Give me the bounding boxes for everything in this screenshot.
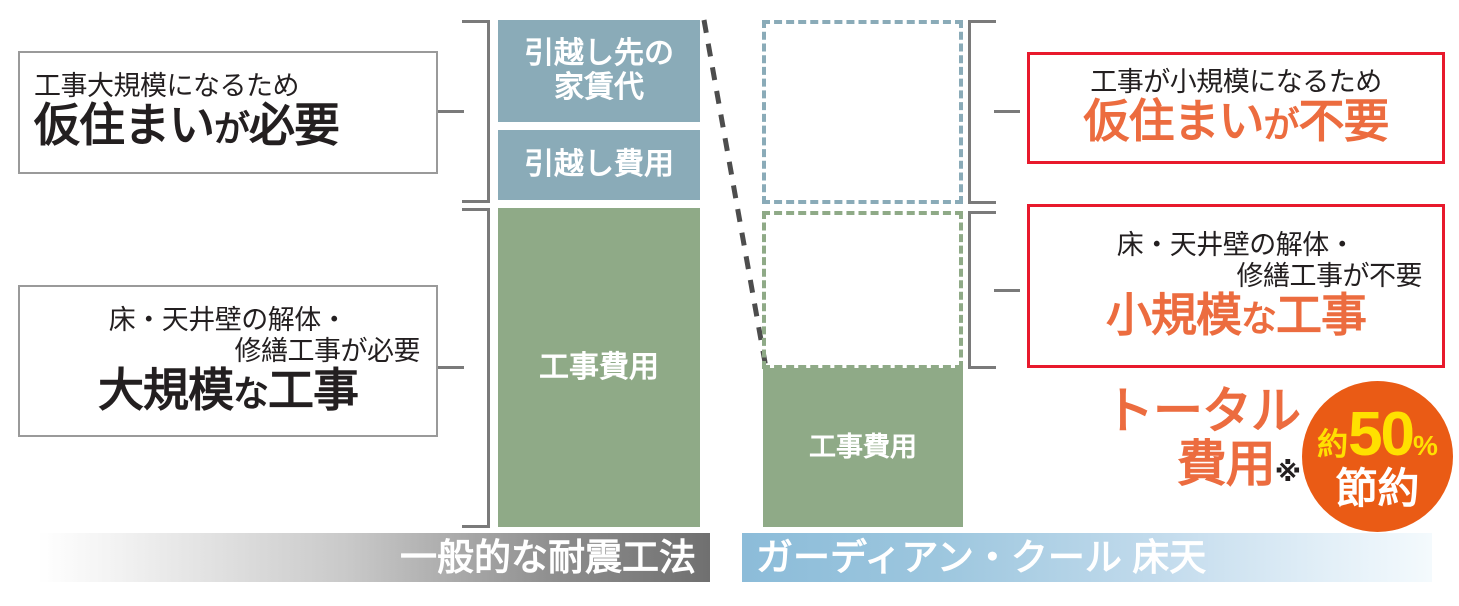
maintext-part-2: が	[1263, 103, 1299, 145]
bar-left-moving-rent: 引越し先の 家賃代	[498, 20, 700, 122]
maintext-part-1: 小規模	[1105, 288, 1242, 341]
callout-subtext-line2: 修繕工事が不要	[1236, 260, 1423, 291]
callout-temporary-housing-not-required: 工事が小規模になるため 仮住まいが不要	[1027, 52, 1445, 164]
callout-subtext: 工事大規模になるため	[34, 71, 300, 101]
savings-connector-line	[701, 19, 769, 369]
maintext-part-2: な	[1240, 297, 1277, 339]
savings-badge-label: 節約	[1335, 464, 1420, 512]
maintext-part-3: 不要	[1298, 94, 1390, 147]
total-cost-line2: 費用	[1176, 435, 1276, 492]
bar-left-moving-cost: 引越し費用	[498, 130, 700, 200]
maintext-part-1: 大規模	[97, 363, 234, 416]
brace-right-top	[968, 20, 996, 204]
footer-label-guardian-cool: ガーディアン・クール 床天	[742, 533, 1432, 582]
callout-subtext-line1: 床・天井壁の解体・	[1116, 230, 1356, 261]
callout-temporary-housing-required: 工事大規模になるため 仮住まいが必要	[18, 51, 438, 174]
footer-label-guardian-cool-text: ガーディアン・クール 床天	[756, 537, 1207, 578]
total-cost-line1: トータル	[1104, 383, 1301, 439]
callout-maintext: 仮住まいが不要	[1042, 94, 1430, 147]
brace-right-bottom	[968, 211, 996, 369]
bar-label-line2: 家賃代	[554, 71, 644, 104]
callout-subtext: 工事が小規模になるため	[1090, 66, 1382, 97]
brace-right-top-stem	[994, 110, 1020, 113]
savings-badge-number: 50	[1348, 399, 1415, 469]
brace-left-top-stem	[438, 110, 464, 113]
brace-left-bottom-stem	[438, 366, 464, 369]
brace-right-bottom-stem	[994, 289, 1020, 292]
bar-label-line1: 工事費用	[809, 432, 917, 463]
callout-large-scale-construction: 床・天井壁の解体・ 修繕工事が必要 大規模な工事	[18, 285, 438, 437]
callout-subtext-line2: 修繕工事が必要	[234, 335, 421, 366]
footer-label-conventional-text: 一般的な耐震工法	[400, 537, 696, 578]
callout-small-scale-construction: 床・天井壁の解体・ 修繕工事が不要 小規模な工事	[1027, 204, 1445, 368]
footer-label-conventional: 一般的な耐震工法	[38, 533, 710, 582]
total-cost-line2-wrap: 費用※	[1060, 435, 1301, 492]
savings-badge-prefix: 約	[1317, 426, 1349, 462]
ghost-box-moving-costs-saved	[762, 20, 963, 204]
total-cost-label: トータル 費用※	[1060, 383, 1301, 492]
callout-maintext: 小規模な工事	[1050, 288, 1422, 341]
brace-left-bottom	[462, 208, 490, 528]
maintext-part-2: が	[214, 108, 250, 150]
bar-label-line1: 引越し先の	[524, 37, 674, 71]
bar-right-construction-cost: 工事費用	[763, 368, 963, 527]
maintext-part-2: な	[232, 372, 269, 414]
maintext-part-1: 仮住まい	[34, 99, 215, 152]
bar-left-construction-cost: 工事費用	[498, 208, 700, 527]
bar-label-line1: 工事費用	[539, 350, 659, 384]
maintext-part-3: 必要	[249, 99, 340, 152]
maintext-part-3: 工事	[1276, 288, 1367, 341]
brace-left-top	[462, 20, 490, 203]
savings-badge-unit: %	[1413, 429, 1438, 461]
footnote-mark: ※	[1274, 456, 1301, 487]
maintext-part-3: 工事	[268, 363, 359, 416]
maintext-part-1: 仮住まい	[1083, 94, 1264, 147]
callout-subtext-line1: 床・天井壁の解体・	[108, 305, 348, 336]
bar-label-line1: 引越し費用	[524, 148, 674, 182]
ghost-box-construction-saved	[762, 211, 963, 369]
callout-maintext: 大規模な工事	[36, 363, 420, 416]
callout-maintext: 仮住まいが必要	[34, 101, 422, 150]
